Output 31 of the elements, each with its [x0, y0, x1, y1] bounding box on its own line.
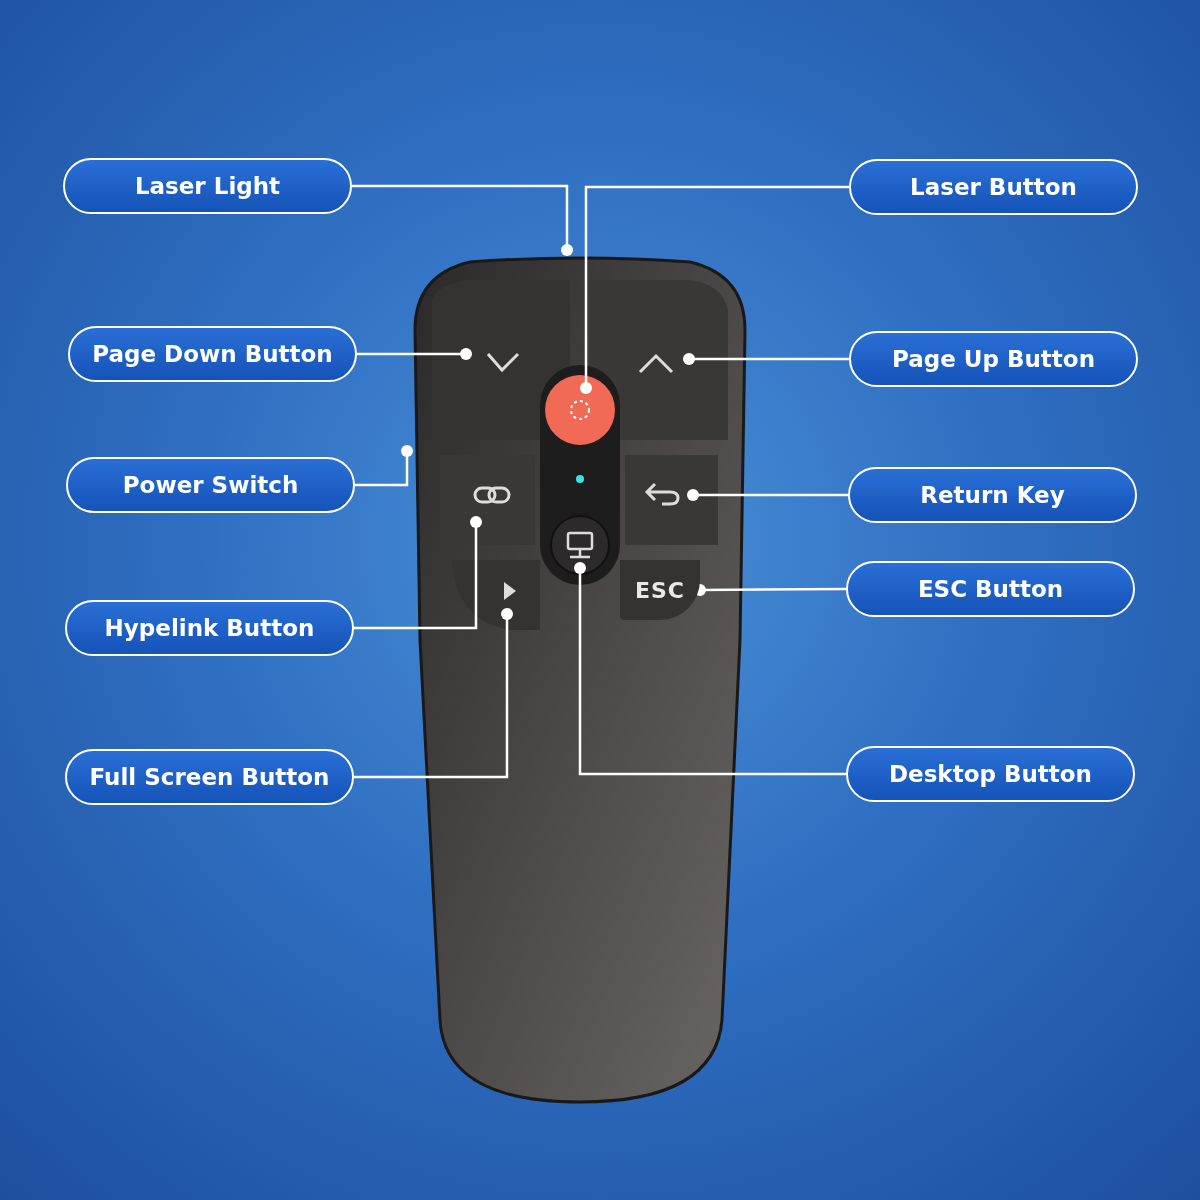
callout-label: Hypelink Button [104, 615, 315, 641]
callout-label: Laser Button [910, 174, 1077, 200]
callout-label: Full Screen Button [89, 764, 330, 790]
callout-label: Desktop Button [889, 761, 1092, 787]
leader-line [687, 489, 848, 501]
label-pill [849, 159, 1138, 215]
leader-line [580, 185, 849, 394]
remote-key [620, 560, 700, 620]
leader-line [355, 445, 413, 487]
label-pill [846, 561, 1135, 617]
label-pill [63, 158, 352, 214]
leader-line [574, 562, 846, 776]
callout-label: ESC Button [917, 576, 1064, 602]
leader-line [683, 353, 849, 365]
leader-line [357, 348, 472, 360]
label-pill [846, 746, 1135, 802]
key-label: ESC [635, 577, 685, 603]
leader-line [352, 184, 573, 256]
label-pill [848, 467, 1137, 523]
callout-label: Return Key [920, 482, 1065, 508]
label-pill [66, 457, 355, 513]
label-pill [68, 326, 357, 382]
label-pill [65, 600, 354, 656]
label-pill [65, 749, 354, 805]
label-pill [849, 331, 1138, 387]
callout-label: Page Down Button [92, 341, 333, 367]
leader-line [354, 516, 482, 630]
callout-label: Laser Light [134, 173, 281, 199]
callout-label: Page Up Button [891, 346, 1095, 372]
callout-label: Power Switch [122, 472, 299, 498]
leader-line [354, 608, 513, 779]
